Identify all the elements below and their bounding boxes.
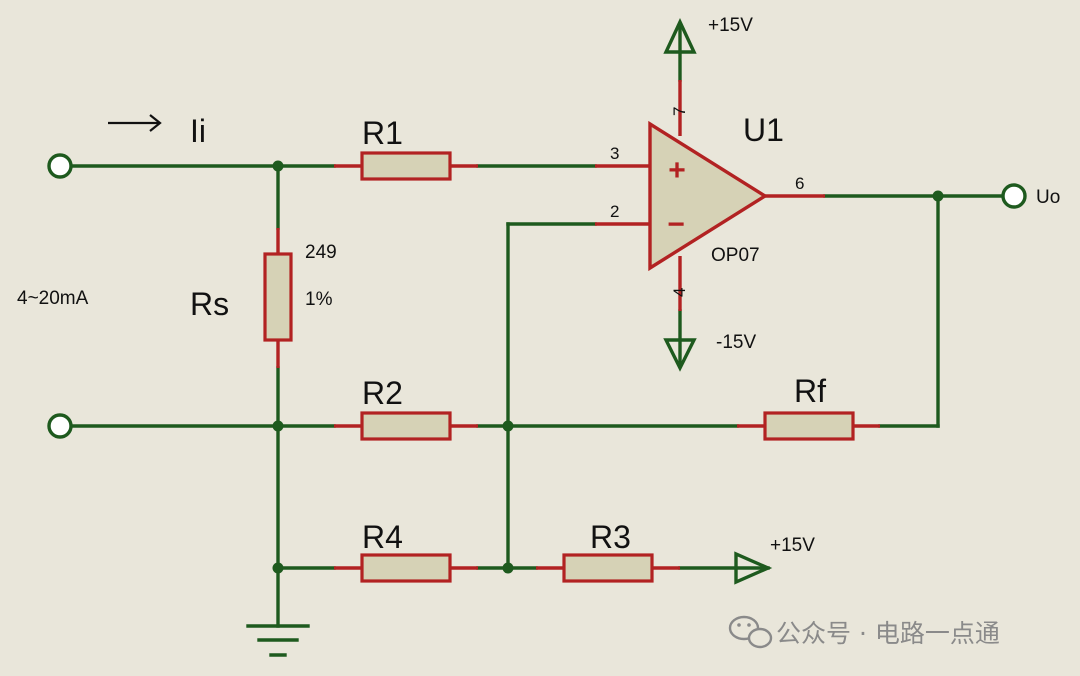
opamp-part-label: OP07 bbox=[711, 245, 760, 266]
input-range-label: 4~20mA bbox=[17, 288, 89, 309]
resistor-r3 bbox=[536, 553, 680, 583]
r3-label: R3 bbox=[590, 519, 631, 555]
output-label: Uo bbox=[1036, 187, 1060, 208]
input-terminal-bottom bbox=[47, 413, 73, 439]
ref-supply-arrow-icon bbox=[734, 551, 773, 585]
r2-label: R2 bbox=[362, 375, 403, 411]
rs-label: Rs bbox=[190, 286, 229, 322]
r1-label: R1 bbox=[362, 115, 403, 151]
opamp-minus-sign: − bbox=[667, 208, 685, 241]
resistor-r2 bbox=[334, 411, 478, 441]
resistor-r4 bbox=[334, 553, 478, 583]
current-arrow-icon bbox=[108, 114, 162, 132]
output-terminal bbox=[1001, 183, 1027, 209]
resistor-rs bbox=[263, 228, 293, 368]
vpos-label: +15V bbox=[708, 15, 753, 36]
resistor-rf bbox=[737, 411, 880, 441]
wires bbox=[70, 22, 1006, 628]
junctions bbox=[272, 160, 944, 574]
pin-6-label: 6 bbox=[795, 174, 804, 193]
rs-value: 249 bbox=[305, 242, 337, 263]
opamp-u1 bbox=[595, 80, 825, 311]
vpos-arrow-icon bbox=[663, 17, 697, 54]
opamp-plus-sign: + bbox=[668, 154, 686, 187]
input-terminal-top bbox=[47, 153, 73, 179]
watermark-text: 公众号 · 电路一点通 bbox=[776, 619, 1000, 648]
current-label: Ii bbox=[190, 113, 206, 149]
resistor-r1 bbox=[334, 151, 478, 181]
ref-supply-label: +15V bbox=[770, 535, 815, 556]
pin-3-label: 3 bbox=[610, 144, 619, 163]
wechat-icon bbox=[728, 615, 773, 649]
r4-label: R4 bbox=[362, 519, 403, 555]
pin-7-label: 7 bbox=[670, 107, 689, 116]
vneg-arrow-icon bbox=[663, 338, 697, 372]
pin-2-label: 2 bbox=[610, 202, 619, 221]
rs-tolerance: 1% bbox=[305, 289, 333, 310]
rf-label: Rf bbox=[794, 373, 826, 409]
ground-icon bbox=[246, 624, 310, 657]
opamp-ref-label: U1 bbox=[743, 112, 784, 148]
vneg-label: -15V bbox=[716, 332, 756, 353]
pin-4-label: 4 bbox=[670, 288, 689, 297]
